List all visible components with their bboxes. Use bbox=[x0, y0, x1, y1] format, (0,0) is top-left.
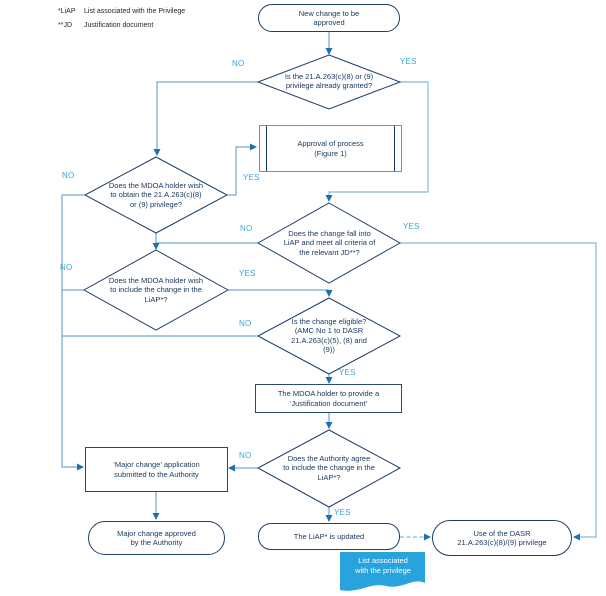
decision-d6-text: Does the Authority agree to include the … bbox=[283, 454, 375, 482]
predefined-process-bar bbox=[266, 126, 267, 171]
liap-annotation-shape bbox=[340, 552, 425, 591]
edge-label-d3-yes: YES bbox=[403, 222, 420, 231]
edge-label-d2-no: NO bbox=[62, 171, 75, 180]
legend-definition: Justification document bbox=[84, 22, 154, 29]
arrowhead bbox=[573, 533, 580, 541]
arrowhead bbox=[77, 463, 84, 471]
arrowhead bbox=[152, 243, 160, 250]
arrowhead bbox=[424, 533, 431, 541]
edge-label-d2-yes: YES bbox=[243, 173, 260, 182]
arrowhead bbox=[325, 515, 333, 522]
connector-d3-no bbox=[155, 242, 259, 245]
arrowhead bbox=[325, 290, 333, 297]
node-major-app-text: ‘Major change’ application submitted to … bbox=[113, 460, 200, 479]
edge-label-d6-yes: YES bbox=[334, 508, 351, 517]
node-start: New change to be approved bbox=[258, 4, 400, 32]
arrowhead bbox=[228, 464, 235, 472]
edge-label-d6-no: NO bbox=[239, 451, 252, 460]
node-start-text: New change to be approved bbox=[298, 8, 360, 27]
legend-item-jd: **JD Justification document bbox=[58, 22, 185, 29]
node-justification-document: The MDOA holder to provide a ‘Justificat… bbox=[255, 384, 402, 413]
decision-d2-text: Does the MDOA holder wish to obtain the … bbox=[108, 181, 204, 209]
legend-term: **JD bbox=[58, 22, 73, 29]
arrowhead bbox=[250, 143, 257, 151]
node-use-privilege-text: Use of the DASR 21.A.263(c)(8)/(9) privi… bbox=[457, 528, 547, 547]
arrowhead bbox=[325, 377, 333, 384]
decision-d4-text: Does the MDOA holder wish to include the… bbox=[108, 276, 204, 304]
decision-change-eligible bbox=[256, 297, 402, 375]
node-liap-updated-text: The LiAP* is updated bbox=[293, 531, 365, 541]
arrowhead bbox=[325, 422, 333, 429]
arrowhead bbox=[153, 149, 161, 156]
arrowhead bbox=[325, 195, 333, 202]
decision-d3-text: Does the change fall into LiAP and meet … bbox=[283, 229, 376, 257]
arrowhead bbox=[152, 513, 160, 520]
connector-d1-no bbox=[156, 81, 258, 152]
decision-d5-text: Is the change eligible? (AMC No 1 to DAS… bbox=[291, 317, 367, 355]
legend-definition: List associated with the Privilege bbox=[84, 8, 186, 15]
liap-annotation-text: List associated with the privilege bbox=[355, 556, 411, 575]
node-liap-updated: The LiAP* is updated bbox=[258, 523, 400, 550]
decision-wish-to-include-in-liap bbox=[82, 249, 230, 331]
node-approval-of-process: Approval of process (Figure 1) bbox=[259, 125, 402, 172]
edge-label-d1-no: NO bbox=[232, 59, 245, 68]
edge-label-d1-yes: YES bbox=[400, 57, 417, 66]
connector-d1-yes bbox=[328, 81, 429, 198]
legend-term: *LiAP bbox=[58, 8, 76, 15]
edge-label-d3-no: NO bbox=[240, 224, 253, 233]
edge-label-d5-yes: YES bbox=[339, 368, 356, 377]
connector-d2-yes bbox=[227, 146, 252, 196]
edge-label-d4-yes: YES bbox=[239, 269, 256, 278]
node-justif-text: The MDOA holder to provide a ‘Justificat… bbox=[277, 389, 380, 408]
node-major-change-approved: Major change approved by the Authority bbox=[88, 521, 225, 555]
legend-item-liap: *LiAP List associated with the Privilege bbox=[58, 8, 185, 15]
decision-wish-to-obtain-privilege bbox=[83, 156, 229, 234]
legend: *LiAP List associated with the Privilege… bbox=[58, 8, 185, 36]
decision-privilege-already-granted bbox=[256, 54, 402, 110]
node-use-of-privilege: Use of the DASR 21.A.263(c)(8)/(9) privi… bbox=[432, 520, 572, 556]
node-major-change-application: ‘Major change’ application submitted to … bbox=[85, 447, 228, 492]
edge-label-d5-no: NO bbox=[239, 319, 252, 328]
decision-change-falls-into-liap bbox=[256, 202, 402, 284]
node-approval-text: Approval of process (Figure 1) bbox=[297, 139, 364, 158]
arrowhead bbox=[325, 48, 333, 55]
predefined-process-bar bbox=[394, 126, 395, 171]
connector-no-trunk-to-major-app bbox=[61, 194, 85, 468]
decision-authority-agrees bbox=[256, 429, 402, 508]
edge-label-d4-no: NO bbox=[60, 263, 73, 272]
decision-d1-text: Is the 21.A.263(c)(8) or (9) privilege a… bbox=[284, 72, 374, 91]
connector-d3-yes bbox=[400, 242, 597, 538]
connector-d4-yes bbox=[228, 289, 330, 293]
node-major-approved-text: Major change approved by the Authority bbox=[117, 528, 196, 547]
